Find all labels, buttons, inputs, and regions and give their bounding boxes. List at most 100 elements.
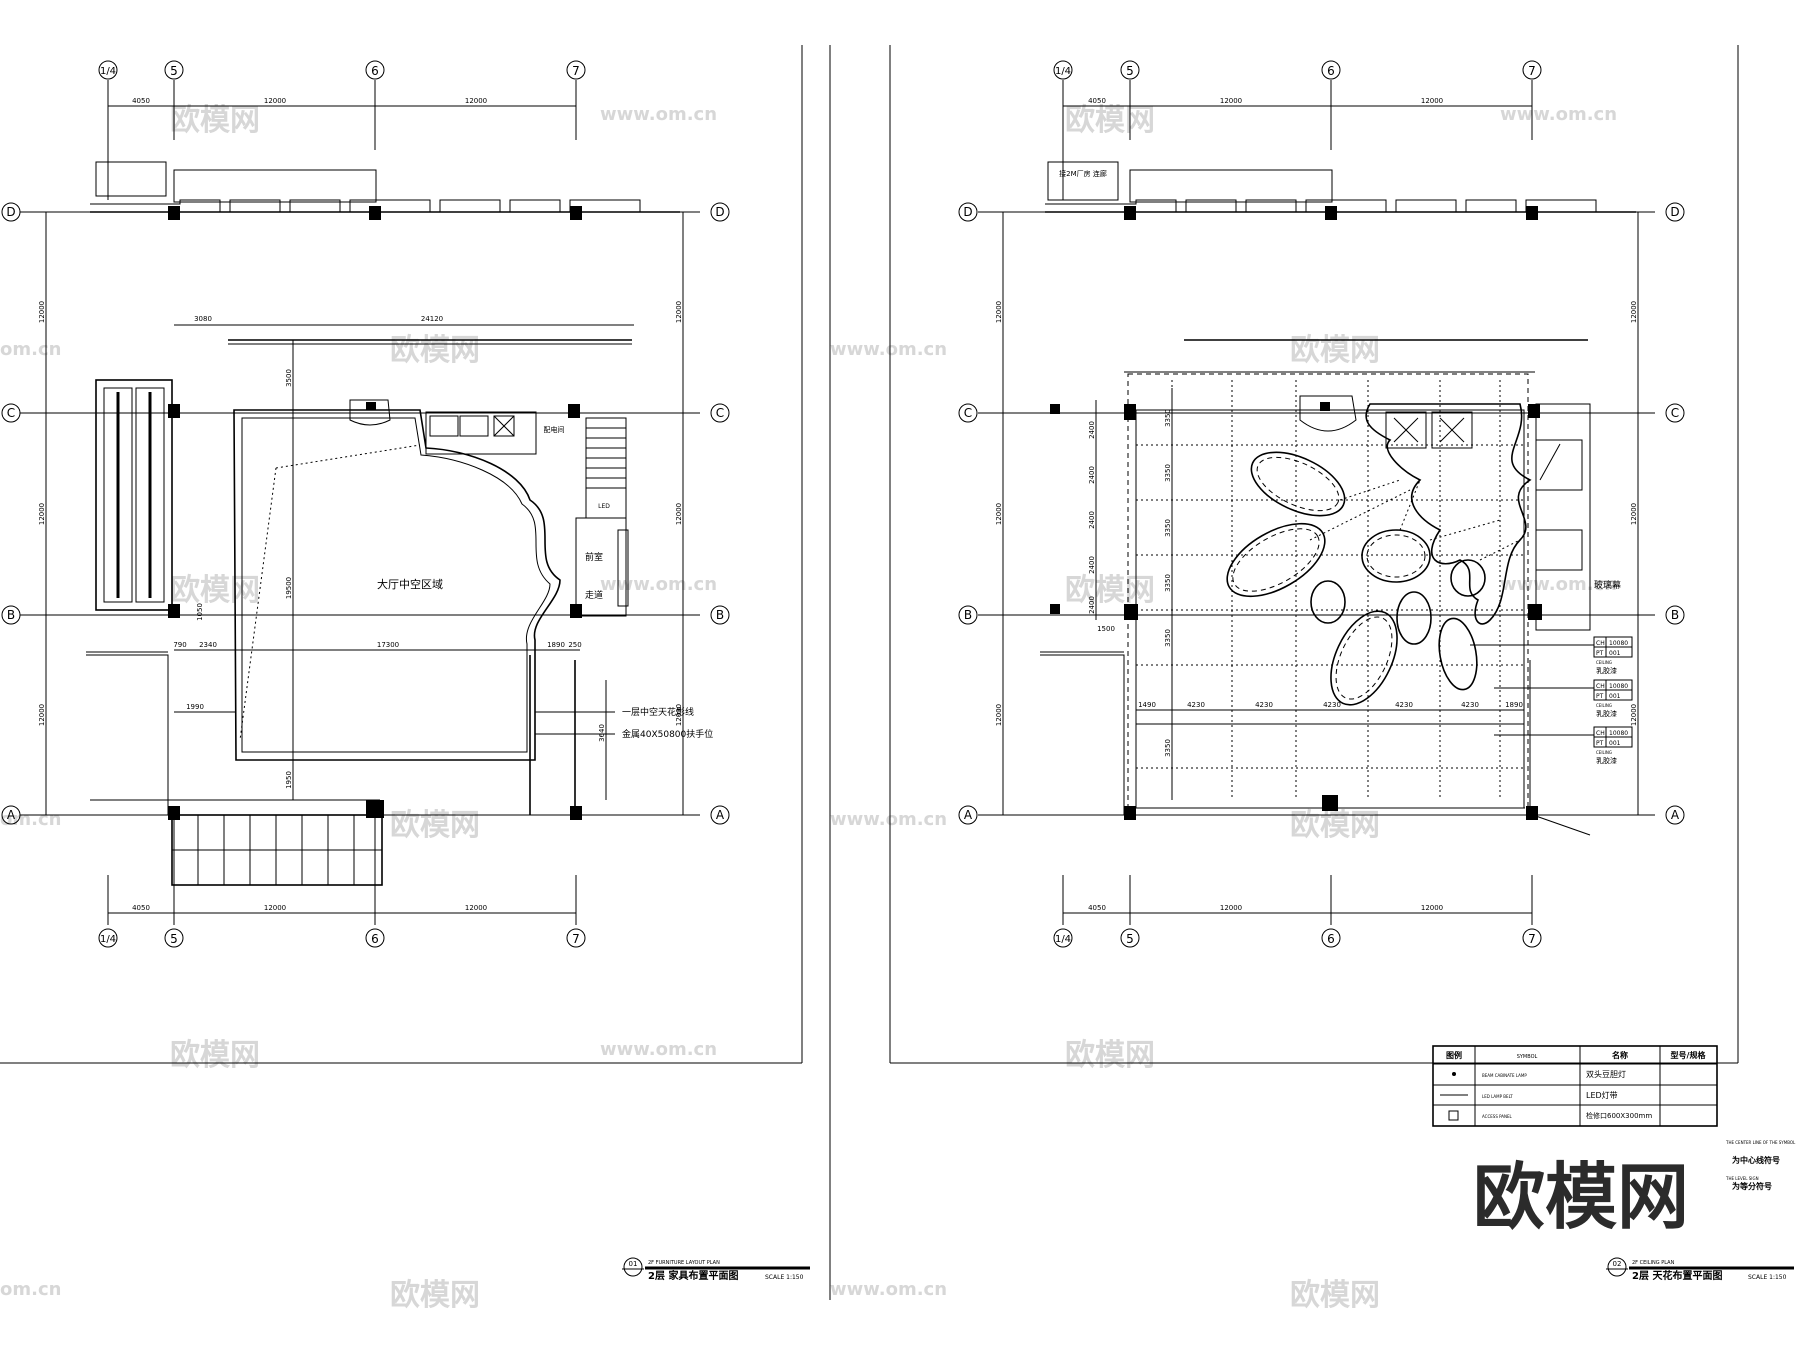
dimension: 12000 [1630, 503, 1638, 525]
dimension: 1050 [196, 603, 204, 621]
dimension: 4050 [1088, 904, 1106, 912]
dimension: 3350 [1164, 519, 1172, 537]
dimension: 12000 [264, 904, 286, 912]
svg-text:乳胶漆: 乳胶漆 [1596, 709, 1617, 718]
grid-label: A [716, 808, 725, 822]
dimension: 2400 [1088, 466, 1096, 484]
dimension: 19500 [285, 577, 293, 599]
dimension: 1500 [1097, 625, 1115, 633]
atrium-void: 大厅中空区域 [233, 399, 561, 761]
dimension: 3350 [1164, 739, 1172, 757]
ceiling-tags: CH 10080 PT 001 CEILING 乳胶漆 CH 10080 PT … [1470, 636, 1633, 765]
dimension: 4230 [1255, 701, 1273, 709]
dimension: 3350 [1164, 464, 1172, 482]
dimension: 3350 [1164, 629, 1172, 647]
grid-label: B [964, 608, 972, 622]
right-rooms: 玻璃幕 [1040, 403, 1621, 836]
dimension: 12000 [995, 503, 1003, 525]
dimension: 790 [173, 641, 186, 649]
watermark-site: www.om.cn [1500, 104, 1617, 125]
ceiling-tag: CH 10080 PT 001 CEILING 乳胶漆 [1593, 679, 1633, 718]
svg-text:CEILING: CEILING [1596, 660, 1612, 665]
title-block-left: 01 2F FURNITURE LAYOUT PLAN 2层 家具布置平面图 S… [622, 1257, 810, 1282]
grid-label: A [7, 808, 16, 822]
lower-area [86, 651, 582, 886]
atrium-label: 大厅中空区域 [377, 577, 443, 591]
dimension: 12000 [465, 904, 487, 912]
watermark-brand: 欧模网 [1290, 808, 1380, 843]
room-label: 玻璃幕 [1594, 579, 1621, 591]
svg-text:CH: CH [1596, 683, 1605, 690]
grid-label: C [7, 406, 15, 420]
grid-bubble [164, 60, 184, 80]
dimension: 12000 [675, 704, 683, 726]
svg-text:CEILING: CEILING [1596, 703, 1612, 708]
top-wall [90, 161, 680, 220]
ceiling-tag: CH 10080 PT 001 CEILING 乳胶漆 [1593, 726, 1633, 765]
grid-columns-left: 1/4 5 6 7 1/4 5 6 7 4050 12000 12000 405… [98, 60, 586, 948]
escalator [95, 379, 173, 611]
note-cn: 为中心线符号 [1732, 1155, 1780, 1165]
legend-symbol-en: BEAM CABINATE LAMP [1482, 1073, 1527, 1078]
room-label: 配电间 [544, 425, 565, 434]
svg-text:10080: 10080 [1609, 640, 1628, 647]
ceiling-tag: CH 10080 PT 001 CEILING 乳胶漆 [1593, 636, 1633, 675]
led-label: LED [598, 503, 610, 510]
grid-label: 6 [1327, 64, 1335, 78]
note-en: THE CENTER LINE OF THE SYMBOL [1725, 1140, 1796, 1145]
lamp-icon [1452, 1072, 1456, 1076]
dimension: 12000 [1630, 704, 1638, 726]
dimension: 12000 [1421, 97, 1443, 105]
dimension: 17300 [377, 641, 399, 649]
grid-label: C [716, 406, 724, 420]
watermark-site: www.om.cn [600, 104, 717, 125]
watermark-brand: 欧模网 [390, 1278, 480, 1313]
watermark-site: www.om.cn [830, 339, 947, 360]
grid-label: 6 [371, 932, 379, 946]
dimension: 12000 [995, 704, 1003, 726]
grid-label: 6 [1327, 932, 1335, 946]
dimension: 4230 [1461, 701, 1479, 709]
legend-name: LED灯带 [1586, 1090, 1618, 1100]
dimension: 12000 [38, 503, 46, 525]
svg-text:CH: CH [1596, 640, 1605, 647]
legend-name: 双头豆胆灯 [1586, 1069, 1626, 1079]
box-label: 接2M厂房 连廊 [1059, 169, 1107, 178]
svg-text:乳胶漆: 乳胶漆 [1596, 666, 1617, 675]
dimension: 2400 [1088, 556, 1096, 574]
grid-label: A [964, 808, 973, 822]
dimension: 12000 [38, 301, 46, 323]
grid-rows-left: D D C C B B A A 12000 12000 12000 12000 … [1, 202, 730, 825]
dimension: 12000 [465, 97, 487, 105]
leader-notes: 一层中空天花影线 金属40X50800扶手位 [535, 706, 713, 740]
watermark-brand: 欧模网 [390, 333, 480, 368]
dimension: 12000 [1421, 904, 1443, 912]
watermark-site: www.om.cn [830, 809, 947, 830]
watermark-brand: 欧模网 [170, 1038, 260, 1073]
title-en: 2F FURNITURE LAYOUT PLAN [648, 1260, 720, 1266]
title-cn: 2层 家具布置平面图 [648, 1269, 738, 1282]
legend-header: SYMBOL [1517, 1054, 1538, 1060]
svg-text:CH: CH [1596, 730, 1605, 737]
watermark-brand: 欧模网 [390, 808, 480, 843]
dimension: 12000 [1220, 904, 1242, 912]
dimension: 4050 [132, 97, 150, 105]
sheet-borders [0, 45, 1739, 1300]
dimension: 2400 [1088, 421, 1096, 439]
grid-label: B [716, 608, 724, 622]
grid-bubble [566, 928, 586, 948]
watermark-site-short: om.cn [0, 1279, 61, 1300]
svg-text:PT: PT [1596, 650, 1604, 657]
watermark-brand: 欧模网 [170, 573, 260, 608]
grid-bubble [365, 60, 385, 80]
dimension: 12000 [38, 704, 46, 726]
grid-label: D [963, 205, 972, 219]
room-label: 前室 [585, 551, 603, 563]
dimension: 3640 [598, 724, 606, 742]
dimension: 3080 [194, 315, 212, 323]
dimension: 1950 [285, 771, 293, 789]
ceiling-features [1226, 403, 1532, 706]
note-text: 一层中空天花影线 [622, 706, 694, 718]
